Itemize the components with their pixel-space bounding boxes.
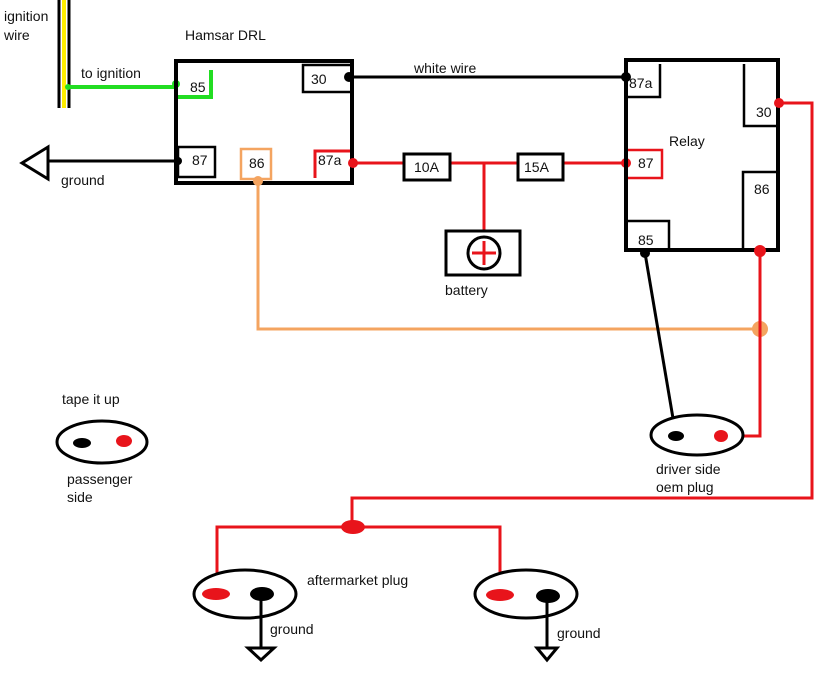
drl-pin-86: 86 bbox=[249, 155, 265, 171]
passenger-label-line2: side bbox=[67, 489, 93, 505]
fuse-10a bbox=[402, 152, 452, 182]
white-wire bbox=[344, 72, 631, 82]
hamsar-drl-box bbox=[174, 59, 354, 185]
green-wire bbox=[65, 70, 213, 99]
drl-pin-87: 87 bbox=[192, 152, 208, 168]
relay-pin-87a: 87a bbox=[629, 75, 653, 91]
aftermarket-plug-left bbox=[192, 568, 298, 663]
black-wire-relay-85 bbox=[640, 248, 678, 437]
aftermarket-plug-right bbox=[473, 568, 579, 663]
red-fused-wire bbox=[348, 158, 631, 235]
relay-pin-85: 85 bbox=[638, 232, 654, 248]
hamsar-drl-title: Hamsar DRL bbox=[185, 27, 266, 43]
battery-symbol bbox=[444, 229, 522, 277]
relay-pin-86: 86 bbox=[754, 181, 770, 197]
ignition-wire bbox=[57, 0, 71, 108]
drl-pin-87-box bbox=[176, 145, 217, 179]
passenger-label-line1: passenger bbox=[67, 471, 133, 487]
red-wire-relay-86 bbox=[721, 245, 766, 438]
relay-pin-87-box bbox=[628, 148, 664, 180]
driver-side-oem-plug bbox=[649, 413, 745, 457]
tape-it-up-label: tape it up bbox=[62, 391, 120, 407]
ground-label-plug1: ground bbox=[270, 621, 314, 637]
drl-pin-87a-outline bbox=[313, 149, 350, 178]
relay-pin-30-box bbox=[742, 64, 776, 128]
relay-pin-87: 87 bbox=[638, 155, 654, 171]
relay-box bbox=[624, 58, 780, 252]
drl-pin-87a: 87a bbox=[318, 152, 342, 168]
ground-label-left: ground bbox=[61, 172, 105, 188]
fuse-15a bbox=[516, 152, 565, 182]
fuse-15a-label: 15A bbox=[524, 159, 550, 175]
ignition-wire-label-line2: wire bbox=[3, 27, 30, 43]
red-wire-relay-30 bbox=[215, 98, 814, 595]
ignition-wire-label-line1: ignition bbox=[4, 8, 48, 24]
white-wire-label: white wire bbox=[413, 60, 476, 76]
relay-title: Relay bbox=[669, 133, 705, 149]
relay-pin-87a-box bbox=[628, 64, 662, 99]
to-ignition-label: to ignition bbox=[81, 65, 141, 81]
drl-pin-85: 85 bbox=[190, 79, 206, 95]
ground-label-plug2: ground bbox=[557, 625, 601, 641]
aftermarket-plug-label: aftermarket plug bbox=[307, 572, 408, 588]
passenger-side-plug bbox=[55, 419, 149, 465]
relay-pin-30: 30 bbox=[756, 104, 772, 120]
fuse-10a-label: 10A bbox=[414, 159, 440, 175]
relay-pin-85-box bbox=[628, 219, 671, 248]
battery-label: battery bbox=[445, 282, 488, 298]
driver-plug-label-line1: driver side bbox=[656, 461, 721, 477]
drl-pin-30: 30 bbox=[311, 71, 327, 87]
relay-pin-86-box bbox=[741, 170, 776, 248]
driver-plug-label-line2: oem plug bbox=[656, 479, 714, 495]
